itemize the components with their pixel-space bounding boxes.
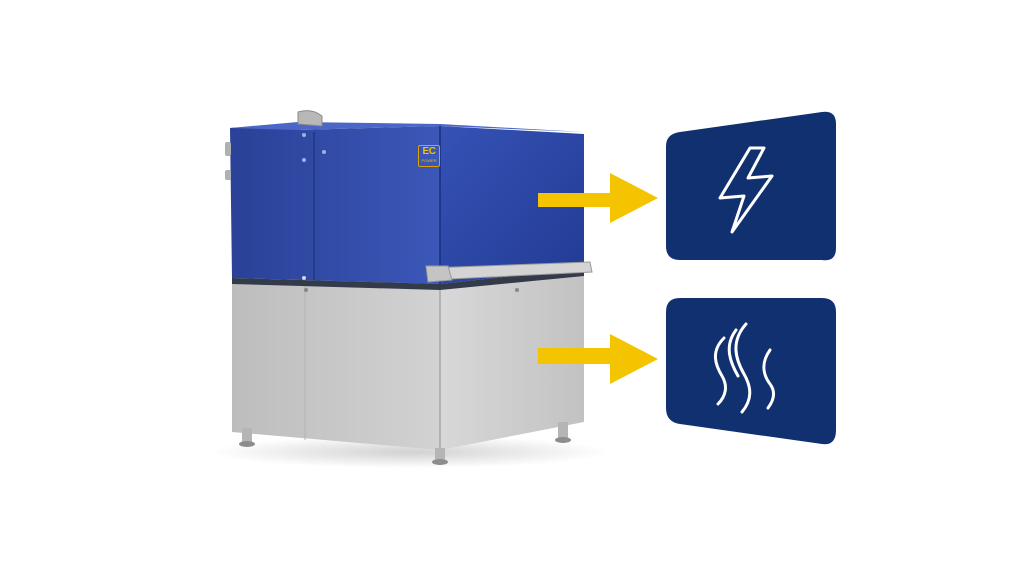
heat-waves-icon [714, 322, 776, 414]
logo-text: EC [422, 146, 436, 157]
arrow-right-icon [538, 334, 658, 384]
base-side-panel [232, 280, 440, 450]
arrow-right-icon [538, 173, 658, 223]
foot [558, 422, 568, 440]
foot [435, 448, 445, 462]
cabinet-front-panel [440, 126, 584, 284]
brand-logo: EC POWER [418, 145, 440, 167]
foot [242, 428, 252, 444]
floor-shadow [210, 436, 610, 468]
base-front-panel [440, 276, 584, 450]
lightning-bolt-icon [718, 146, 774, 234]
electricity-output-card [666, 110, 838, 262]
logo-subtext: POWER [421, 158, 437, 163]
cabinet-side-panel [230, 124, 440, 284]
lifting-bracket [297, 110, 323, 127]
heat-output-card [666, 296, 838, 448]
